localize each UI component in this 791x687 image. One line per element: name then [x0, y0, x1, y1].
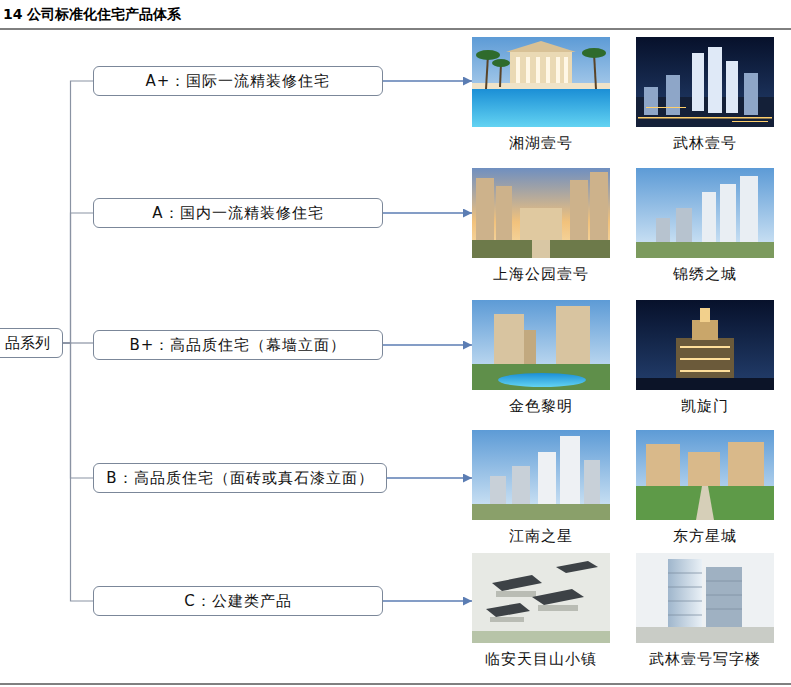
project-photo: 临安天目山小镇 — [472, 553, 610, 668]
arrow — [387, 477, 472, 479]
project-photo: 武林壹号 — [636, 37, 774, 152]
product-grade-box: C：公建类产品 — [93, 586, 383, 616]
project-photo-image — [636, 430, 774, 520]
photo-caption: 锦绣之城 — [673, 265, 737, 283]
photo-frame — [636, 553, 774, 643]
project-photo: 湘湖壹号 — [472, 37, 610, 152]
project-photo-image — [636, 168, 774, 258]
product-grade-box: B+：高品质住宅（幕墙立面） — [93, 330, 383, 360]
project-photo-image — [636, 300, 774, 390]
photo-caption: 东方星城 — [673, 527, 737, 545]
arrow — [383, 212, 472, 214]
box-label: B：高品质住宅（面砖或真石漆立面） — [106, 468, 373, 488]
photo-frame — [472, 300, 610, 390]
bracket-line — [63, 81, 93, 343]
arrow — [383, 344, 472, 346]
arrow — [383, 80, 472, 82]
box-label: A：国内一流精装修住宅 — [152, 203, 323, 223]
project-photo-image — [636, 553, 774, 643]
photo-frame — [636, 430, 774, 520]
box-label: C：公建类产品 — [184, 591, 291, 611]
photo-caption: 江南之星 — [509, 527, 573, 545]
product-grade-box: B：高品质住宅（面砖或真石漆立面） — [93, 463, 387, 493]
bracket-line — [63, 343, 93, 601]
figure-title: 14 公司标准化住宅产品体系 — [3, 6, 181, 23]
project-photo-image — [472, 37, 610, 127]
project-photo: 武林壹号写字楼 — [636, 553, 774, 668]
photo-caption: 临安天目山小镇 — [485, 650, 597, 668]
project-photo-image — [472, 300, 610, 390]
photo-frame — [472, 430, 610, 520]
project-photo: 金色黎明 — [472, 300, 610, 415]
box-label: A+：国际一流精装修住宅 — [146, 71, 331, 91]
photo-frame — [472, 37, 610, 127]
bracket-line — [63, 213, 93, 343]
photo-caption: 上海公园壹号 — [493, 265, 589, 283]
photo-caption: 武林壹号 — [673, 134, 737, 152]
product-grade-box: A+：国际一流精装修住宅 — [93, 66, 383, 96]
photo-caption: 凯旋门 — [681, 397, 729, 415]
arrow — [383, 600, 472, 602]
photo-caption: 湘湖壹号 — [509, 134, 573, 152]
box-label: B+：高品质住宅（幕墙立面） — [130, 335, 347, 355]
project-photo-image — [472, 553, 610, 643]
product-grade-box: A：国内一流精装修住宅 — [93, 198, 383, 228]
photo-frame — [472, 553, 610, 643]
project-photo: 上海公园壹号 — [472, 168, 610, 283]
series-box: 品系列 — [0, 328, 63, 358]
photo-caption: 武林壹号写字楼 — [649, 650, 761, 668]
project-photo: 江南之星 — [472, 430, 610, 545]
footer-rule — [0, 684, 791, 685]
box-label: 品系列 — [5, 333, 50, 353]
photo-frame — [636, 37, 774, 127]
project-photo-image — [472, 168, 610, 258]
header-rule — [0, 29, 791, 30]
project-photo-image — [636, 37, 774, 127]
project-photo: 东方星城 — [636, 430, 774, 545]
photo-frame — [472, 168, 610, 258]
photo-frame — [636, 300, 774, 390]
project-photo-image — [472, 430, 610, 520]
bracket-line — [63, 343, 93, 478]
project-photo: 锦绣之城 — [636, 168, 774, 283]
project-photo: 凯旋门 — [636, 300, 774, 415]
photo-frame — [636, 168, 774, 258]
photo-caption: 金色黎明 — [509, 397, 573, 415]
